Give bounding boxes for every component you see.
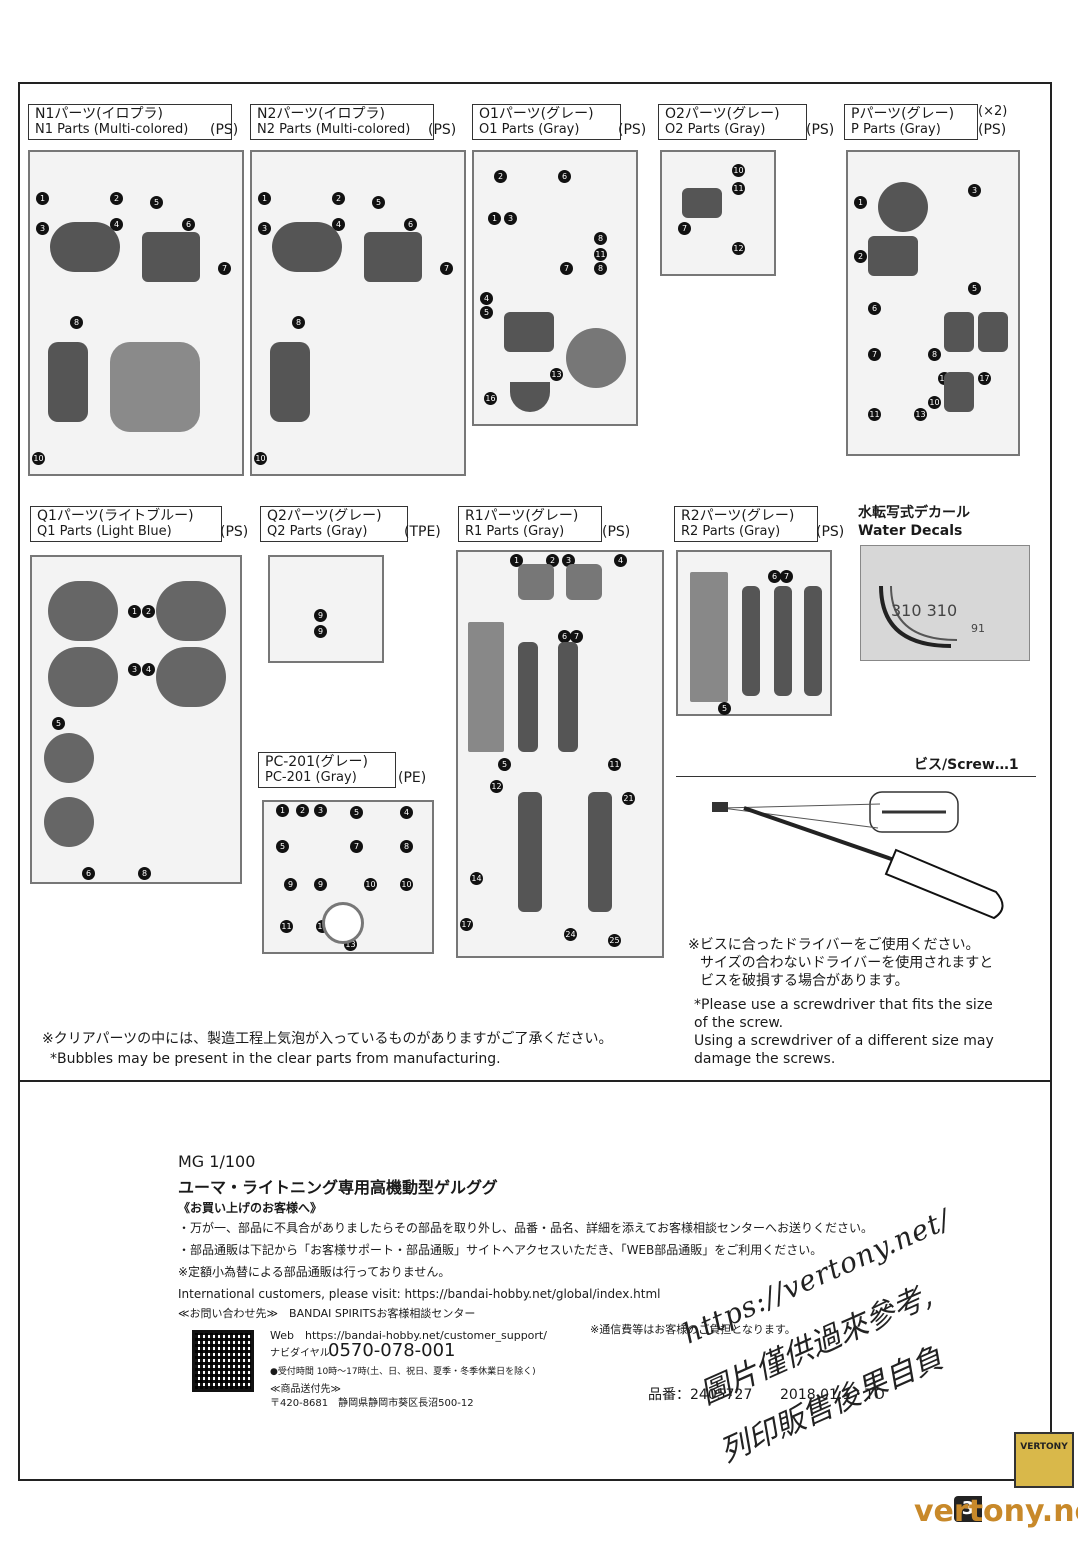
- screwdriver-illustration: [712, 791, 1004, 920]
- section-p-multiplier: (×2): [978, 104, 1008, 119]
- clear-parts-note-en: *Bubbles may be present in the clear par…: [50, 1051, 501, 1067]
- screw-divider: [676, 776, 1036, 777]
- section-n1-label: N1パーツ(イロプラ)N1 Parts (Multi-colored): [28, 104, 232, 140]
- clear-parts-note-jp: ※クリアパーツの中には、製造工程上気泡が入っているものがありますがご了承ください…: [42, 1031, 613, 1047]
- vertony-logo: VERTONY: [1014, 1432, 1074, 1488]
- international-link[interactable]: International customers, please visit: h…: [178, 1287, 661, 1301]
- section-n2-material: (PS): [428, 122, 457, 138]
- screw-label: ビス/Screw…1: [914, 757, 1019, 773]
- section-r2-material: (PS): [816, 524, 845, 540]
- decal-artwork: 310 310 91: [879, 585, 985, 648]
- screw-notes-en: *Please use a screwdriver that fits the …: [694, 997, 994, 1067]
- section-pc-label: PC-201(グレー)PC-201 (Gray): [258, 752, 396, 788]
- section-r2-label: R2パーツ(グレー)R2 Parts (Gray): [674, 506, 818, 542]
- screw-notes-jp: ※ビスに合ったドライバーをご使用ください。 サイズの合わないドライバーを使用され…: [688, 937, 994, 989]
- shipping-heading: ≪商品送付先≫: [270, 1384, 341, 1395]
- section-q2-label: Q2パーツ(グレー)Q2 Parts (Gray): [260, 506, 408, 542]
- sprue-n1: 12 34 56 78 910: [28, 150, 244, 476]
- sprue-n2: 12 34 56 78 910: [250, 150, 466, 476]
- section-q1-material: (PS): [220, 524, 249, 540]
- print-date: 2018.01.1・TO: [780, 1387, 885, 1403]
- content-frame: [18, 82, 1052, 1481]
- svg-text:310 310: 310 310: [891, 601, 957, 620]
- watermark-brand: vertony.net: [914, 1494, 1078, 1529]
- navi-dial-label: ナビダイヤル: [270, 1348, 330, 1359]
- section-p-material: (PS): [978, 122, 1007, 138]
- section-r1-material: (PS): [602, 524, 631, 540]
- phone-number: 0570-078-001: [328, 1340, 456, 1361]
- product-scale: MG 1/100: [178, 1152, 256, 1171]
- section-p-label: Pパーツ(グレー)P Parts (Gray): [844, 104, 978, 140]
- svg-text:91: 91: [971, 622, 985, 635]
- parts-order-notice: ・部品通販は下記から「お客様サポート・部品通販」サイトへアクセスいただき、「WE…: [178, 1243, 823, 1257]
- product-name: ユーマ・ライトニング専用高機動型ゲルググ: [178, 1178, 498, 1197]
- decal-sheet: 310 310 91: [860, 545, 1030, 661]
- section-o2-material: (PS): [806, 122, 835, 138]
- section-n1-material: (PS): [210, 122, 239, 138]
- qr-code[interactable]: [192, 1330, 254, 1392]
- money-order-notice: ※定額小為替による部品通販は行っておりません。: [178, 1265, 451, 1279]
- page-number: 3: [954, 1496, 982, 1522]
- section-q2-material: (TPE): [404, 524, 441, 540]
- defect-notice: ・万が一、部品に不具合がありましたらその部品を取り外し、品番・品名、詳細を添えて…: [178, 1221, 874, 1235]
- section-pc-material: (PE): [398, 770, 427, 786]
- section-o1-label: O1パーツ(グレー)O1 Parts (Gray): [472, 104, 621, 140]
- section-n2-label: N2パーツ(イロプラ)N2 Parts (Multi-colored): [250, 104, 434, 140]
- to-customers-heading: 《お買い上げのお客様へ》: [178, 1201, 323, 1215]
- reception-hours: ●受付時間 10時～17時(土、日、祝日、夏季・冬季休業日を除く): [270, 1367, 536, 1377]
- section-o1-material: (PS): [618, 122, 647, 138]
- postage-note: ※通信費等はお客様のご負担となります。: [590, 1323, 796, 1336]
- shipping-address: 〒420-8681 静岡県静岡市葵区長沼500-12: [270, 1398, 474, 1409]
- section-o2-label: O2パーツ(グレー)O2 Parts (Gray): [658, 104, 807, 140]
- support-web-link[interactable]: Web https://bandai-hobby.net/customer_su…: [270, 1329, 547, 1342]
- contact-heading: ≪お問い合わせ先≫ BANDAI SPIRITSお客様相談センター: [178, 1307, 476, 1320]
- item-number: 品番：2405727: [648, 1387, 753, 1403]
- section-r1-label: R1パーツ(グレー)R1 Parts (Gray): [458, 506, 602, 542]
- section-q1-label: Q1パーツ(ライトブルー)Q1 Parts (Light Blue): [30, 506, 222, 542]
- footer-divider: [18, 1080, 1052, 1082]
